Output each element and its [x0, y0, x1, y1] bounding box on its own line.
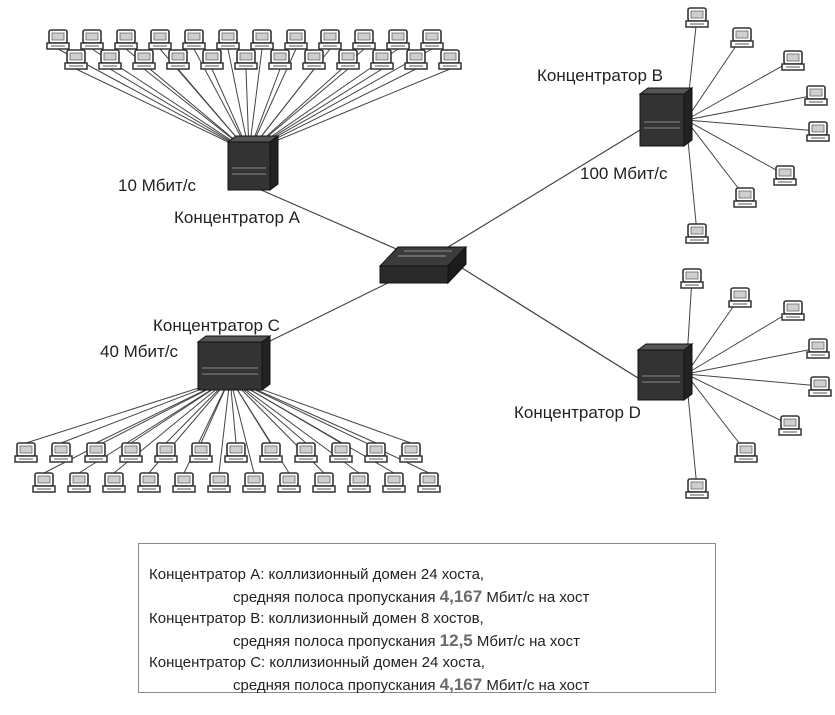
hub-c [196, 335, 272, 391]
legend-text: средняя полоса пропускания [233, 676, 440, 694]
hub-c-host-icon [347, 472, 371, 493]
hub-c-host-icon [137, 472, 161, 493]
legend-text: средняя полоса пропускания [233, 632, 440, 650]
legend-text: Мбит/с на хост [482, 588, 590, 606]
legend-value: 4,167 [439, 674, 483, 694]
hub-c-host-icon [224, 442, 248, 463]
legend-hub-a-domain: Концентратор А: коллизионный домен 24 хо… [149, 566, 485, 583]
hub-c-host-icon [67, 472, 91, 493]
legend-box: Концентратор А: коллизионный домен 24 хо… [138, 543, 716, 694]
legend-text: Мбит/с на хост [482, 676, 590, 694]
backbone-group [251, 129, 641, 379]
hub-c-host-icon [207, 472, 231, 493]
network-diagram: 10 Мбит/с Концентратор А Концентратор В … [14, 7, 832, 499]
hub-c-host-icon [102, 472, 126, 493]
hub-a-host-icon [250, 29, 274, 50]
hub-a-host-icon [80, 29, 104, 50]
hub-a-host-icon [114, 29, 138, 50]
hub-b-label: Концентратор В [537, 66, 663, 85]
hub-a-host-icon [302, 49, 326, 70]
hub-c-host-icon [49, 442, 73, 463]
hub-a-host-icon [352, 29, 376, 50]
hub-c-host-icon [329, 442, 353, 463]
hub-a-host-icon [46, 29, 70, 50]
hub-a-host-icon [268, 49, 292, 70]
hub-b-host-icon [806, 121, 830, 142]
hub-a-host-icon [404, 49, 428, 70]
hub-a-host-icon [148, 29, 172, 50]
legend-value: 12,5 [439, 630, 473, 650]
legend-hub-b-bandwidth: средняя полоса пропускания 12,5 Мбит/с н… [149, 630, 715, 653]
hub-c-host-icon [312, 472, 336, 493]
hub-b-speed: 100 Мбит/с [580, 164, 668, 183]
hub-c-speed: 40 Мбит/с [100, 342, 179, 361]
hub-a-host-icon [64, 49, 88, 70]
legend-hub-c-domain: Концентратор С: коллизионный домен 24 хо… [149, 654, 485, 671]
hub-a-host-icon [370, 49, 394, 70]
hub-a-host-icon [336, 49, 360, 70]
hub-c-label: Концентратор С [153, 316, 280, 335]
hub-c-host-icon [259, 442, 283, 463]
hub-d-host-icon [734, 442, 758, 463]
legend-hub-a-bandwidth: средняя полоса пропускания 4,167 Мбит/с … [149, 586, 715, 609]
hub-b-host-icon [730, 27, 754, 48]
hub-a-host-icon [438, 49, 462, 70]
hub-c-host-icon [154, 442, 178, 463]
hub-b [638, 87, 694, 147]
hub-c-host-icon [84, 442, 108, 463]
hub-b-host-icon [685, 223, 709, 244]
hub-d-host-icon [808, 376, 832, 397]
hub-a-host-icon [318, 29, 342, 50]
hub-d-label: Концентратор D [514, 403, 641, 422]
hub-c-host-icon [399, 442, 423, 463]
hub-a-speed: 10 Мбит/с [118, 176, 197, 195]
hub-a-host-icon [234, 49, 258, 70]
hub-c-host-icon [277, 472, 301, 493]
hub-c-host-icon [119, 442, 143, 463]
hub-d-host-icon [685, 478, 709, 499]
hub-a-host-icon [284, 29, 308, 50]
hub-d [636, 343, 694, 401]
hub-a-host-icon [182, 29, 206, 50]
hub-c-host-icon [382, 472, 406, 493]
hub-d-host-icon [806, 338, 830, 359]
hub-c-host-icon [364, 442, 388, 463]
legend-text: средняя полоса пропускания [233, 588, 440, 606]
hub-a-host-icon [166, 49, 190, 70]
hub-b-host-icon [781, 50, 805, 71]
legend-hub-c-bandwidth: средняя полоса пропускания 4,167 Мбит/с … [149, 674, 715, 697]
hub-a-host-icon [200, 49, 224, 70]
hub-b-host-icon [804, 85, 828, 106]
hub-c-host-icon [294, 442, 318, 463]
switch [378, 245, 468, 285]
legend-value: 4,167 [439, 586, 483, 606]
hub-b-host-icon [685, 7, 709, 28]
hub-d-host-icon [728, 287, 752, 308]
hub-c-host-icon [242, 472, 266, 493]
hub-a-host-icon [132, 49, 156, 70]
hub-d-host-icon [778, 415, 802, 436]
hub-a-label: Концентратор А [174, 208, 301, 227]
legend-hub-b-domain: Концентратор В: коллизионный домен 8 хос… [149, 610, 484, 627]
hub-a-host-icon [420, 29, 444, 50]
hub-c-host-icon [189, 442, 213, 463]
hub-a-host-icon [386, 29, 410, 50]
hub-a-host-icon [216, 29, 240, 50]
hub-c-host-icon [417, 472, 441, 493]
hub-d-host-icon [781, 300, 805, 321]
hub-a-host-icon [98, 49, 122, 70]
hub-c-host-icon [14, 442, 38, 463]
hub-b-host-icon [773, 165, 797, 186]
hub-d-host-icon [680, 268, 704, 289]
hub-c-host-icon [32, 472, 56, 493]
hub-b-host-icon [733, 187, 757, 208]
hub-c-host-icon [172, 472, 196, 493]
legend-text: Мбит/с на хост [472, 632, 580, 650]
hub-a [226, 135, 280, 191]
